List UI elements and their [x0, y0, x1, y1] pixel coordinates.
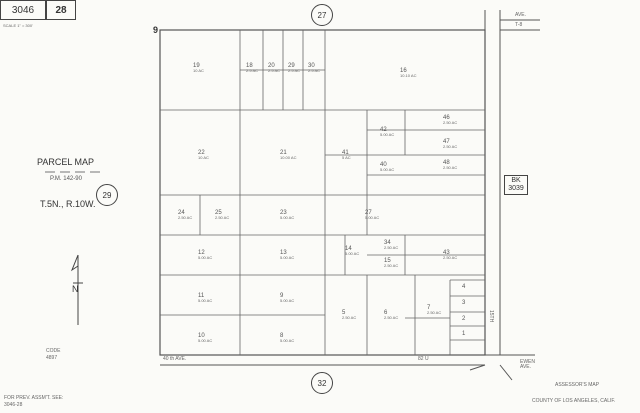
north-arrow [70, 254, 83, 325]
top-avenue: AVE. [515, 12, 527, 18]
bottom-avenue-ref: 82 U [418, 356, 429, 362]
adjoining-map-left: 29 [96, 184, 118, 206]
assessor-label: ASSESSOR'S MAP [555, 382, 600, 388]
adjoining-map-top: 27 [311, 4, 333, 26]
prev-assessment-value: 3046-28 [4, 402, 23, 408]
parcel-label: 3 [462, 300, 466, 306]
bottom-avenue: 40 th AVE. [163, 356, 187, 362]
code-label: CODE [46, 348, 61, 354]
ewen-avenue: EWEN AVE. [520, 359, 535, 370]
parcel-label: 4 [462, 284, 466, 290]
parcel-map-ref: P.M. 142-90 [50, 176, 82, 182]
parcel-label: 2 [462, 316, 466, 322]
street-line [499, 364, 513, 381]
parcel-map-title: PARCEL MAP [37, 157, 95, 167]
book-reference-label: BK [511, 177, 521, 184]
top-avenue-sub: T-8 [515, 22, 523, 28]
county-label: COUNTY OF LOS ANGELES, CALIF. [532, 398, 616, 404]
scale-note: SCALE 1" = 300' [3, 23, 33, 28]
street-line [469, 364, 486, 371]
right-street: 15TH [488, 310, 494, 323]
township-range: T.5N., R.10W. [40, 199, 96, 209]
map-header: 3046 28 [0, 0, 76, 20]
corner-number: 9 [153, 25, 159, 35]
book-reference: BK 3039 [504, 175, 528, 196]
north-label: N [72, 284, 79, 294]
book-reference-number: 3039 [508, 185, 524, 193]
parcel-label: 1 [462, 331, 466, 337]
book-number: 3046 [0, 0, 46, 20]
parcel-lines [160, 30, 485, 355]
adjoining-map-bottom: 32 [311, 372, 333, 394]
page-number: 28 [46, 0, 76, 20]
prev-assessment-label: FOR PREV. ASSM'T. SEE: [4, 395, 64, 401]
code-value: 4897 [46, 355, 58, 361]
